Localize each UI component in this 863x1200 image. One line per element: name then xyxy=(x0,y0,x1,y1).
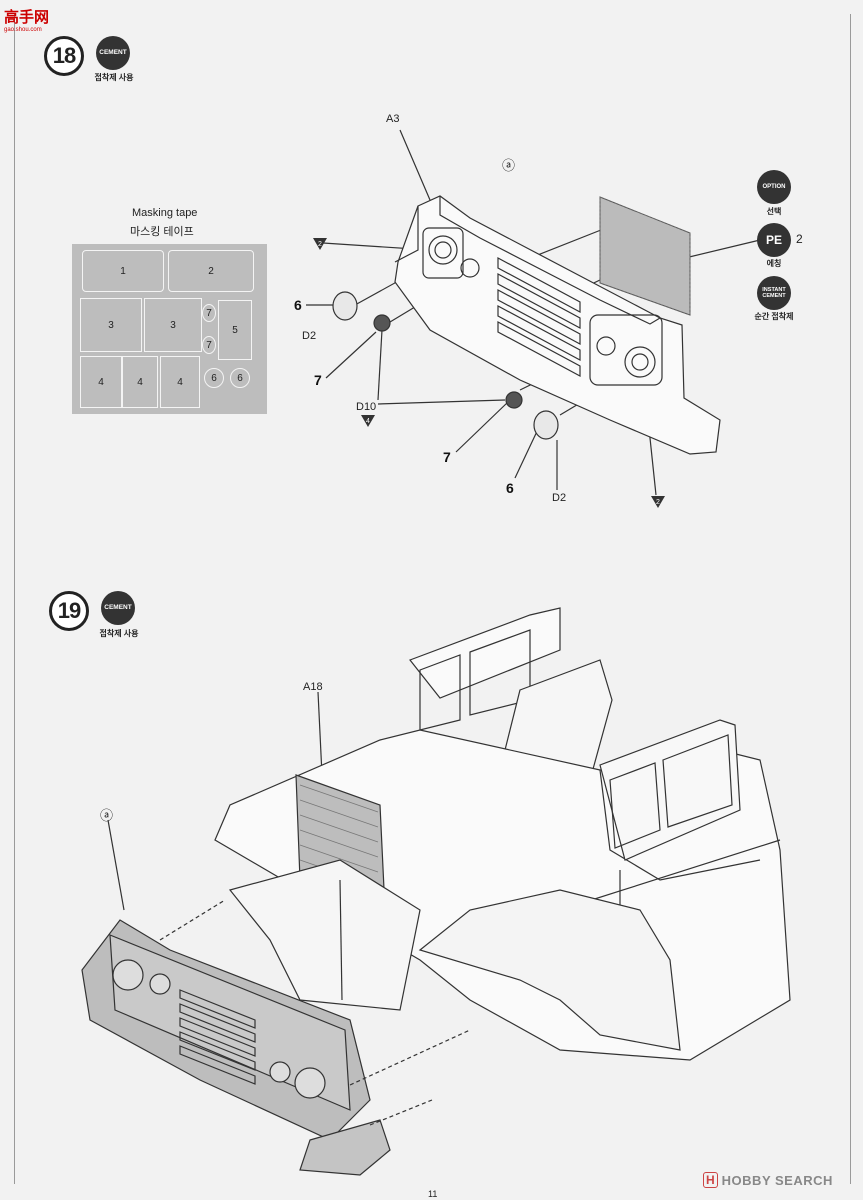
page-number: 11 xyxy=(428,1189,438,1199)
marker-4-triangle-icon: 4 xyxy=(361,415,375,427)
mask-piece: 5 xyxy=(218,300,252,360)
mask-piece: 3 xyxy=(80,298,142,352)
mask-piece: 7 xyxy=(202,336,216,354)
masking-tape-title: Masking tape xyxy=(132,207,198,219)
marker-2b-triangle-icon: 2 xyxy=(651,496,665,508)
mask-piece: 4 xyxy=(80,356,122,408)
watermark-bottom-text: HOBBY SEARCH xyxy=(721,1172,833,1188)
step-18-cement-caption: 접착제 사용 xyxy=(94,73,134,82)
step-19-cement-badge: CEMENT xyxy=(101,591,135,625)
part-label-6-left: 6 xyxy=(294,297,302,313)
option-caption: 선택 xyxy=(766,207,782,216)
watermark-top-title: 高手网 xyxy=(4,9,50,26)
mask-piece: 4 xyxy=(160,356,200,408)
instant-cement-badge: INSTANT CEMENT xyxy=(757,276,791,310)
step-19-cement-caption: 접착제 사용 xyxy=(99,629,139,638)
masking-tape-subtitle: 마스킹 테이프 xyxy=(130,226,194,238)
step-18-cement-badge: CEMENT xyxy=(96,36,130,70)
mask-piece: 1 xyxy=(82,250,164,292)
watermark-top-url: gao.shou.com xyxy=(4,27,42,33)
option-badge: OPTION xyxy=(757,170,791,204)
pe-quantity: 2 xyxy=(796,232,803,246)
part-label-d10: D10 xyxy=(356,401,377,413)
marker-2-triangle-icon: 2 xyxy=(313,238,327,250)
step-18-grille-drawing xyxy=(306,129,761,496)
page-frame xyxy=(14,14,851,1184)
mask-piece: 2 xyxy=(168,250,254,292)
reference-mark-a-step19: ⓐ xyxy=(100,808,114,823)
pe-badge: PE xyxy=(757,223,791,257)
mask-piece: 4 xyxy=(122,356,158,408)
mask-piece: 7 xyxy=(202,304,216,322)
part-label-a3: A3 xyxy=(386,113,400,125)
mask-piece: 6 xyxy=(230,368,250,388)
mask-piece: 6 xyxy=(204,368,224,388)
hobby-search-logo-icon: H xyxy=(703,1172,718,1188)
marker-2-text: 2 xyxy=(318,241,322,248)
masking-tape-sheet: 1 2 3 3 7 7 5 4 4 4 6 6 xyxy=(72,244,267,414)
step-18-number: 18 xyxy=(44,36,84,76)
part-label-7-left: 7 xyxy=(314,372,322,388)
part-label-d2-left: D2 xyxy=(302,330,317,342)
marker-4-text: 4 xyxy=(366,418,370,425)
instant-cement-caption: 순간 접착제 xyxy=(754,312,794,321)
part-label-7-right: 7 xyxy=(443,449,451,465)
pe-mesh-part xyxy=(599,196,691,316)
mask-piece: 3 xyxy=(144,298,202,352)
watermark-top: 高手网 gao.shou.com xyxy=(4,6,49,33)
reference-mark-a: ⓐ xyxy=(502,158,516,173)
pe-caption: 에칭 xyxy=(766,259,782,268)
step-19-body-drawing xyxy=(81,607,791,1176)
step-19-number: 19 xyxy=(49,591,89,631)
part-label-d2-right: D2 xyxy=(552,492,567,504)
part-label-6-right: 6 xyxy=(506,480,514,496)
marker-2b-text: 2 xyxy=(656,499,660,506)
watermark-bottom: H HOBBY SEARCH xyxy=(703,1172,833,1188)
part-label-a18: A18 xyxy=(303,681,323,693)
